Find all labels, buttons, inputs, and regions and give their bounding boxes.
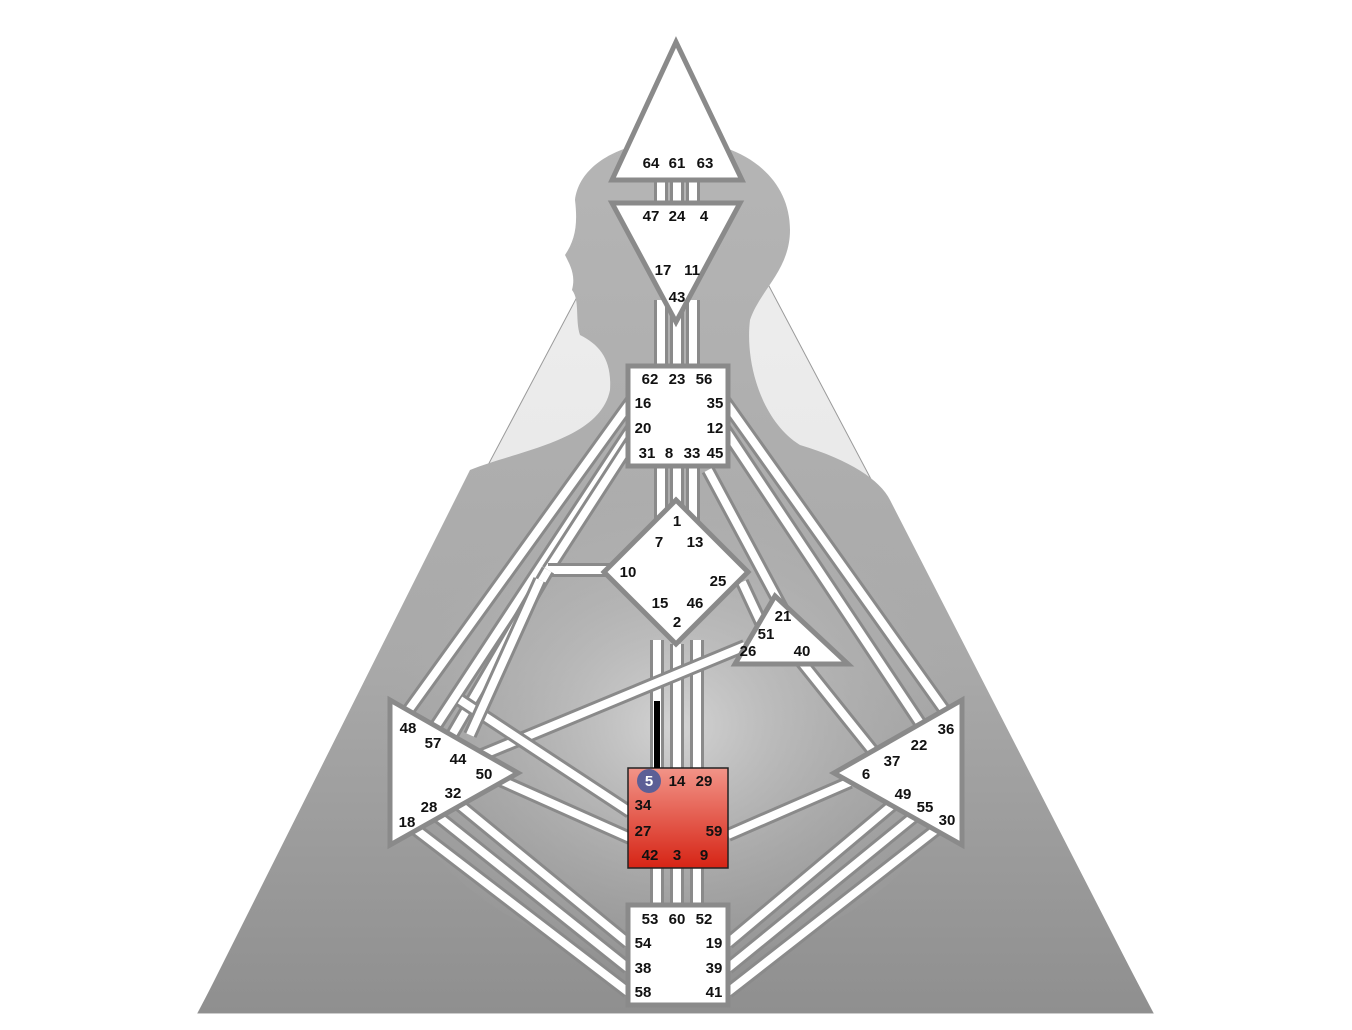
throat-center[interactable] [625,363,731,469]
gate-51[interactable]: 51 [758,626,775,643]
channel[interactable] [466,578,544,737]
activated-gate-marker [637,769,661,793]
ajna-center[interactable] [607,200,745,328]
gate-26[interactable]: 26 [740,643,757,660]
gate-58[interactable]: 58 [635,984,652,1001]
solar-plexus-center[interactable] [828,695,965,850]
channel[interactable] [726,778,852,839]
gate-22[interactable]: 22 [911,737,928,754]
gate-52[interactable]: 52 [696,911,713,928]
channel[interactable] [396,397,636,725]
head-center[interactable] [608,36,746,183]
channel[interactable] [796,657,884,763]
gate-1[interactable]: 1 [673,513,681,530]
gate-10[interactable]: 10 [620,564,637,581]
channel[interactable] [498,776,632,842]
gate-36[interactable]: 36 [938,721,955,738]
gate-42[interactable]: 42 [642,847,659,864]
gate-24[interactable]: 24 [669,208,686,225]
gate-38[interactable]: 38 [635,960,652,977]
gate-9[interactable]: 9 [700,847,708,864]
gate-4[interactable]: 4 [700,208,709,225]
gate-13[interactable]: 13 [687,534,704,551]
gate-29[interactable]: 29 [696,773,713,790]
gate-31[interactable]: 31 [639,445,656,462]
channel[interactable] [407,821,631,996]
channel[interactable] [427,806,631,972]
gate-17[interactable]: 17 [655,262,672,279]
gate-27[interactable]: 27 [635,823,652,840]
gate-43[interactable]: 43 [669,289,686,306]
gate-48[interactable]: 48 [400,720,417,737]
gate-18[interactable]: 18 [399,814,416,831]
gate-34[interactable]: 34 [635,797,652,814]
gate-46[interactable]: 46 [687,595,704,612]
gate-54[interactable]: 54 [635,935,652,952]
gate-49[interactable]: 49 [895,786,912,803]
gate-8[interactable]: 8 [665,445,673,462]
gate-16[interactable]: 16 [635,395,652,412]
channel[interactable] [725,793,905,947]
gate-15[interactable]: 15 [652,595,669,612]
channel[interactable] [424,425,636,741]
gate-59[interactable]: 59 [706,823,723,840]
gate-37[interactable]: 37 [884,753,901,770]
gate-3[interactable]: 3 [673,847,681,864]
channel[interactable] [720,425,932,738]
channel[interactable] [725,806,925,972]
channel[interactable] [725,821,945,996]
gate-20[interactable]: 20 [635,420,652,437]
gate-55[interactable]: 55 [917,799,934,816]
gate-28[interactable]: 28 [421,799,438,816]
channel[interactable] [457,696,633,816]
centers [387,36,965,1008]
channel[interactable] [544,437,636,573]
gate-30[interactable]: 30 [939,812,956,829]
gate-63[interactable]: 63 [697,155,714,172]
gate-7[interactable]: 7 [655,534,663,551]
gate-6[interactable]: 6 [862,766,870,783]
root-center[interactable] [625,902,731,1008]
channel[interactable] [738,580,766,627]
gate-21[interactable]: 21 [775,608,792,625]
gate-23[interactable]: 23 [669,371,686,388]
gate-61[interactable]: 61 [669,155,686,172]
channels [394,180,956,998]
gate-32[interactable]: 32 [445,785,462,802]
gate-11[interactable]: 11 [684,262,700,279]
gate-56[interactable]: 56 [696,371,713,388]
gate-2[interactable]: 2 [673,614,681,631]
gate-50[interactable]: 50 [476,766,493,783]
gate-5[interactable]: 5 [645,773,653,790]
spleen-center[interactable] [387,695,524,850]
channel[interactable] [447,793,631,947]
g-center[interactable] [600,496,752,648]
gate-44[interactable]: 44 [450,751,467,768]
gate-47[interactable]: 47 [643,208,660,225]
gate-33[interactable]: 33 [684,445,701,462]
gate-57[interactable]: 57 [425,735,442,752]
gate-41[interactable]: 41 [706,984,723,1001]
channel[interactable] [720,397,954,721]
gate-53[interactable]: 53 [642,911,659,928]
gate-39[interactable]: 39 [706,960,723,977]
gate-14[interactable]: 14 [669,773,686,790]
gate-35[interactable]: 35 [707,395,724,412]
gate-25[interactable]: 25 [710,573,727,590]
gate-40[interactable]: 40 [794,643,811,660]
gate-19[interactable]: 19 [706,935,723,952]
gate-12[interactable]: 12 [707,420,724,437]
ego-center[interactable] [730,592,855,667]
gate-64[interactable]: 64 [643,155,660,172]
gate-62[interactable]: 62 [642,371,659,388]
gate-60[interactable]: 60 [669,911,686,928]
gate-45[interactable]: 45 [707,445,724,462]
channel[interactable] [704,468,786,610]
